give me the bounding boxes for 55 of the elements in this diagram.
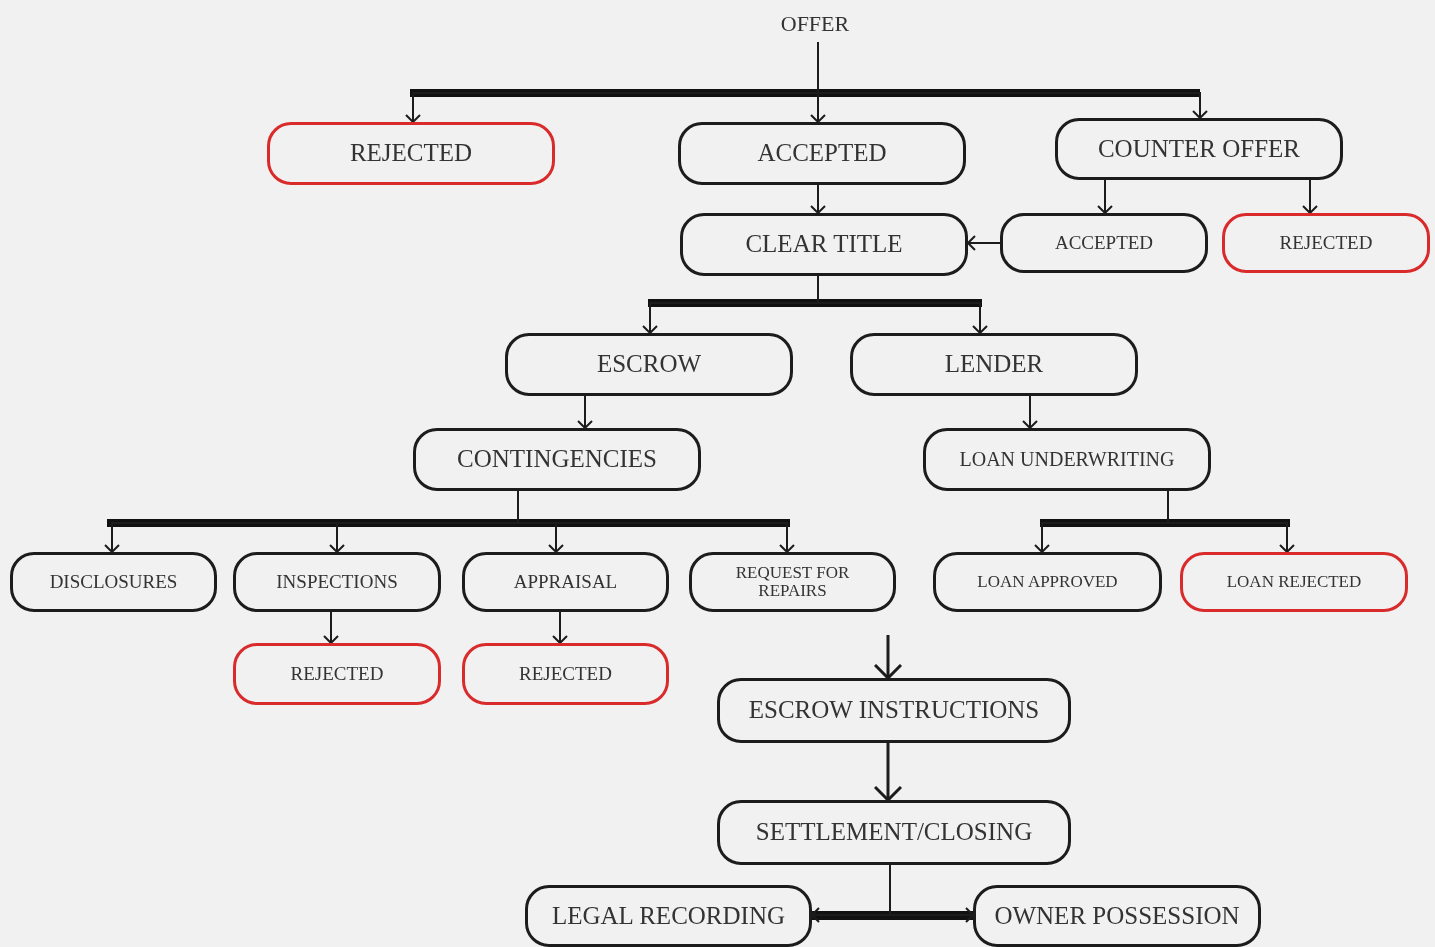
- box-label: REJECTED: [519, 664, 612, 684]
- box-label: LENDER: [944, 351, 1044, 378]
- arrow: [810, 184, 826, 214]
- arrow: [323, 611, 339, 644]
- box-label: CONTINGENCIES: [457, 446, 657, 473]
- box-label: REJECTED: [349, 140, 473, 167]
- process-box: [413, 428, 701, 491]
- process-box: [267, 122, 555, 185]
- arrow: [873, 635, 903, 680]
- box-label: REQUEST FOR REPAIRS: [734, 564, 851, 600]
- process-box: [850, 333, 1138, 396]
- process-box: [10, 552, 217, 612]
- process-box: [717, 678, 1071, 743]
- box-label: ACCEPTED: [757, 140, 887, 167]
- process-box: [717, 800, 1071, 865]
- process-box: [689, 552, 896, 612]
- process-box: [505, 333, 793, 396]
- process-box: [525, 885, 812, 947]
- box-label: REJECTED: [1279, 233, 1373, 253]
- box-label: COUNTER OFFER: [1097, 135, 1301, 163]
- box-label: ACCEPTED: [1054, 233, 1154, 253]
- box-label: LOAN UNDERWRITING: [959, 449, 1175, 470]
- box-label: OWNER POSSESSION: [994, 902, 1240, 930]
- box-label: DISCLOSURES: [49, 572, 178, 592]
- box-label: LEGAL RECORDING: [551, 902, 786, 930]
- box-label: INSPECTIONS: [276, 572, 398, 592]
- arrow: [1097, 179, 1113, 214]
- arrow: [577, 395, 593, 429]
- process-box: [233, 643, 441, 705]
- process-box: [680, 213, 968, 276]
- arrow: [873, 743, 903, 802]
- process-box: [923, 428, 1211, 491]
- process-box: [973, 885, 1261, 947]
- box-label: REJECTED: [290, 664, 384, 684]
- start-label: OFFER: [760, 6, 870, 42]
- arrow: [1022, 395, 1038, 429]
- box-label: APPRAISAL: [513, 572, 618, 592]
- process-box: [1222, 213, 1430, 273]
- process-box: [1055, 118, 1343, 180]
- box-label: CLEAR TITLE: [745, 231, 903, 258]
- process-box: [933, 552, 1162, 612]
- box-label: ESCROW INSTRUCTIONS: [748, 697, 1040, 724]
- process-box: [678, 122, 966, 185]
- box-label: ESCROW: [596, 351, 702, 378]
- process-box: [462, 552, 669, 612]
- process-box: [462, 643, 669, 705]
- process-box: [1000, 213, 1208, 273]
- box-label: SETTLEMENT/CLOSING: [755, 819, 1033, 846]
- box-label: LOAN REJECTED: [1226, 573, 1362, 591]
- box-label: LOAN APPROVED: [977, 573, 1118, 591]
- process-box: [1180, 552, 1408, 612]
- arrow: [967, 235, 1001, 251]
- process-box: [233, 552, 441, 612]
- arrow: [1302, 179, 1318, 214]
- arrow: [552, 611, 568, 644]
